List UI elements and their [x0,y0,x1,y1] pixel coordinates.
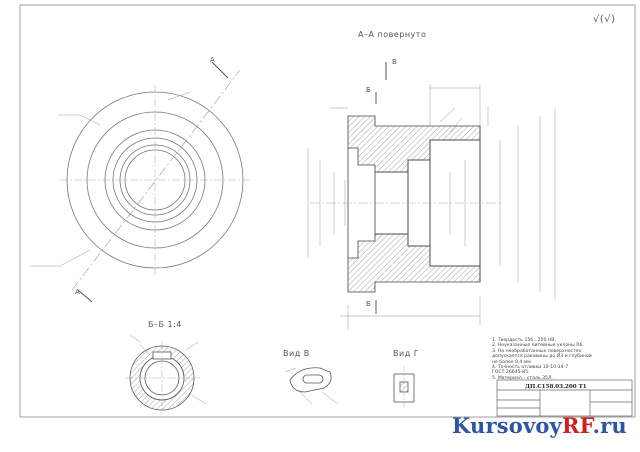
note-line: 1. Твердость 156...200 НВ. [492,338,556,343]
cut-letter-b-top: Б [366,86,372,94]
section-a-a-title: А–А повернуто [358,30,427,39]
cut-letter-a-top: А [210,56,216,64]
view-v-detail [284,367,339,405]
view-v-title: Вид В [283,349,310,358]
section-lower-wall [347,233,481,293]
front-view [30,61,250,303]
brand-prefix: Kursovoy [452,413,562,438]
note-line: 5. Материал – сталь 35Л. [492,375,553,381]
section-a-a [307,62,556,330]
cut-letter-b-bottom: Б [366,300,372,308]
note-line: 2. Неуказанные литейные уклоны R6. [492,343,584,349]
view-g-title: Вид Г [393,349,420,358]
cut-letter-a-bottom: А [75,288,81,296]
brand-domain: .ru [592,413,627,438]
roughness-symbol: √(√) [593,14,616,25]
section-b-b-title: Б–Б 1:4 [148,320,182,329]
note-line: не более 0,4 мм. [492,359,533,365]
note-line: 4. Точность отливки 10-10-14-7 [492,365,569,371]
title-block [496,379,633,417]
note-line: ГОСТ 26645-85. [492,370,530,376]
cut-letter-v: В [392,58,398,66]
watermark-brand: KursovoyRF.ru [452,413,627,438]
note-line: 3. На необработанных поверхностях [492,348,582,354]
section-b-b [125,334,207,414]
view-g-detail [393,366,415,410]
title-block-code: ДП.С158.03.200 Т1 [525,384,587,390]
technical-notes: 1. Твердость 156...200 НВ. 2. Неуказанны… [492,338,592,381]
drawing-frame [19,4,636,418]
note-line: допускается раковины до Ø3 и глубиной [492,354,592,360]
section-upper-wall [347,115,481,173]
brand-suffix: RF [561,413,593,438]
